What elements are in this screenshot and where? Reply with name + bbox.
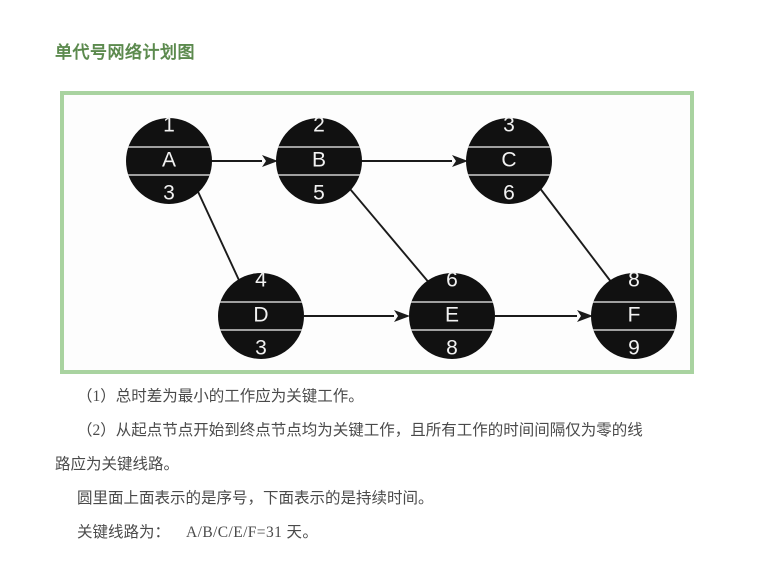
note-line-4: 关键线路为： A/B/C/E/F=31 天。 [55, 516, 725, 550]
explanatory-notes: （1）总时差为最小的工作应为关键工作。 （2）从起点节点开始到终点节点均为关键工… [55, 380, 725, 550]
note-line-2: （2）从起点节点开始到终点节点均为关键工作，且所有工作的时间间隔仅为零的线 [77, 422, 643, 439]
node-6-code: E [445, 304, 459, 327]
node-2-duration: 5 [313, 182, 325, 205]
page-title: 单代号网络计划图 [55, 43, 195, 62]
note-line-2-continued: 路应为关键线路。 [55, 456, 180, 473]
node-2[interactable]: 2 B 5 [276, 114, 362, 205]
node-6-number: 6 [446, 269, 458, 292]
node-4-code: D [253, 304, 268, 327]
note-line-1: （1）总时差为最小的工作应为关键工作。 [77, 388, 364, 405]
node-3[interactable]: 3 C 6 [466, 114, 552, 205]
node-6[interactable]: 6 E 8 [409, 269, 495, 360]
node-1-duration: 3 [163, 182, 175, 205]
node-4-duration: 3 [255, 337, 267, 360]
node-1-number: 1 [163, 114, 175, 137]
edge-2-to-3 [361, 155, 468, 167]
node-1-code: A [162, 149, 176, 172]
node-3-code: C [501, 149, 516, 172]
critical-path-value: A/B/C/E/F=31 天。 [186, 524, 319, 541]
node-6-duration: 8 [446, 337, 458, 360]
node-8-number: 8 [628, 269, 640, 292]
node-3-number: 3 [503, 114, 515, 137]
node-2-code: B [312, 149, 326, 172]
edge-4-to-6 [304, 310, 410, 322]
network-diagram: 1 A 3 2 B 5 3 C 6 [126, 114, 677, 360]
node-8-duration: 9 [628, 337, 640, 360]
node-2-number: 2 [313, 114, 325, 137]
node-8-code: F [628, 304, 641, 327]
node-4-number: 4 [255, 269, 267, 292]
edge-1-to-2 [211, 155, 278, 167]
node-8[interactable]: 8 F 9 [591, 269, 677, 360]
note-line-3: 圆里面上面表示的是序号，下面表示的是持续时间。 [77, 490, 434, 507]
critical-path-label: 关键线路为： [77, 524, 171, 541]
node-1[interactable]: 1 A 3 [126, 114, 212, 205]
node-4[interactable]: 4 D 3 [218, 269, 304, 360]
network-diagram-frame: 1 A 3 2 B 5 3 C 6 [60, 91, 694, 374]
node-3-duration: 6 [503, 182, 515, 205]
edge-6-to-8 [495, 310, 593, 322]
